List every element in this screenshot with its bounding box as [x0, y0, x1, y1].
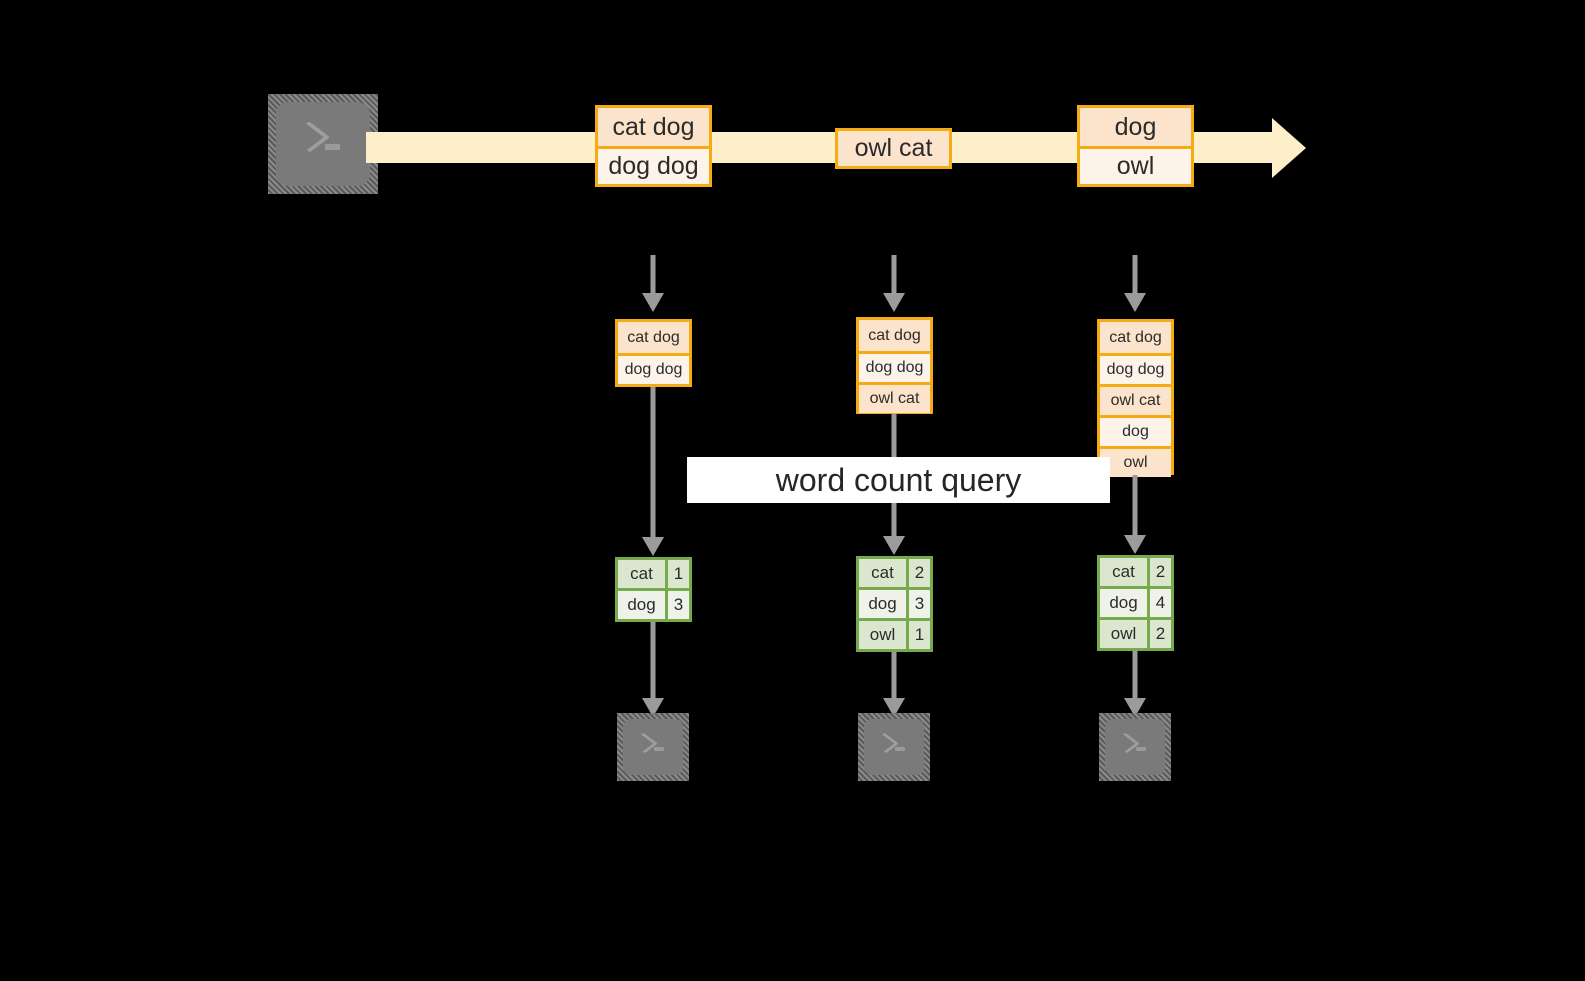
result-row: dog 3	[618, 588, 689, 619]
state-row: cat dog	[618, 322, 689, 353]
stream-to-state-arrow-1	[638, 255, 668, 317]
terminal-screen	[276, 102, 370, 186]
result-to-sink-arrow-2	[879, 652, 909, 717]
result-to-sink-arrow-3	[1120, 651, 1150, 717]
stream-event-3[interactable]: dog owl	[1077, 105, 1194, 187]
result-row: cat 2	[859, 559, 930, 587]
source-terminal-icon	[268, 94, 378, 194]
result-table-1[interactable]: cat 1 dog 3	[615, 557, 692, 622]
result-row: cat 2	[1100, 558, 1171, 586]
sink-terminal-icon-1	[617, 713, 689, 781]
state-to-result-arrow-3	[1120, 475, 1150, 555]
state-row: cat dog	[859, 320, 930, 351]
state-stack-3[interactable]: cat dog dog dog owl cat dog owl	[1097, 319, 1174, 477]
result-word: dog	[1100, 589, 1147, 617]
event-stream-arrowhead	[1272, 118, 1306, 178]
result-word: owl	[1100, 620, 1147, 648]
sink-terminal-icon-2	[858, 713, 930, 781]
result-row: owl 2	[1100, 617, 1171, 648]
result-word: cat	[1100, 558, 1147, 586]
result-to-sink-arrow-1	[638, 622, 668, 717]
result-word: owl	[859, 621, 906, 649]
state-row: dog dog	[859, 351, 930, 382]
state-row: owl cat	[1100, 384, 1171, 415]
result-table-3[interactable]: cat 2 dog 4 owl 2	[1097, 555, 1174, 651]
stream-to-state-arrow-2	[879, 255, 909, 317]
stream-event-1[interactable]: cat dog dog dog	[595, 105, 712, 187]
result-count: 2	[1147, 558, 1171, 586]
state-stack-1[interactable]: cat dog dog dog	[615, 319, 692, 387]
stream-event-line: owl	[1080, 146, 1191, 184]
state-row: cat dog	[1100, 322, 1171, 353]
query-label: word count query	[687, 457, 1110, 503]
result-word: dog	[618, 591, 665, 619]
result-count: 2	[906, 559, 930, 587]
result-row: owl 1	[859, 618, 930, 649]
stream-event-2[interactable]: owl cat	[835, 128, 952, 169]
result-count: 1	[665, 560, 689, 588]
stream-event-line: dog	[1080, 108, 1191, 146]
result-word: cat	[859, 559, 906, 587]
stream-to-state-arrow-3	[1120, 255, 1150, 317]
terminal-screen	[864, 719, 924, 775]
result-count: 4	[1147, 589, 1171, 617]
result-row: dog 3	[859, 587, 930, 618]
state-to-result-arrow-1	[638, 387, 668, 557]
state-row: dog dog	[1100, 353, 1171, 384]
state-row: owl	[1100, 446, 1171, 477]
result-word: cat	[618, 560, 665, 588]
state-row: owl cat	[859, 382, 930, 413]
result-count: 1	[906, 621, 930, 649]
result-count: 3	[665, 591, 689, 619]
result-row: cat 1	[618, 560, 689, 588]
result-word: dog	[859, 590, 906, 618]
sink-terminal-icon-3	[1099, 713, 1171, 781]
result-row: dog 4	[1100, 586, 1171, 617]
stream-event-line: dog dog	[598, 146, 709, 184]
state-row: dog dog	[618, 353, 689, 384]
state-row: dog	[1100, 415, 1171, 446]
terminal-screen	[1105, 719, 1165, 775]
result-table-2[interactable]: cat 2 dog 3 owl 1	[856, 556, 933, 652]
result-count: 2	[1147, 620, 1171, 648]
terminal-screen	[623, 719, 683, 775]
stream-event-line: owl cat	[838, 131, 949, 166]
result-count: 3	[906, 590, 930, 618]
stream-event-line: cat dog	[598, 108, 709, 146]
state-stack-2[interactable]: cat dog dog dog owl cat	[856, 317, 933, 414]
